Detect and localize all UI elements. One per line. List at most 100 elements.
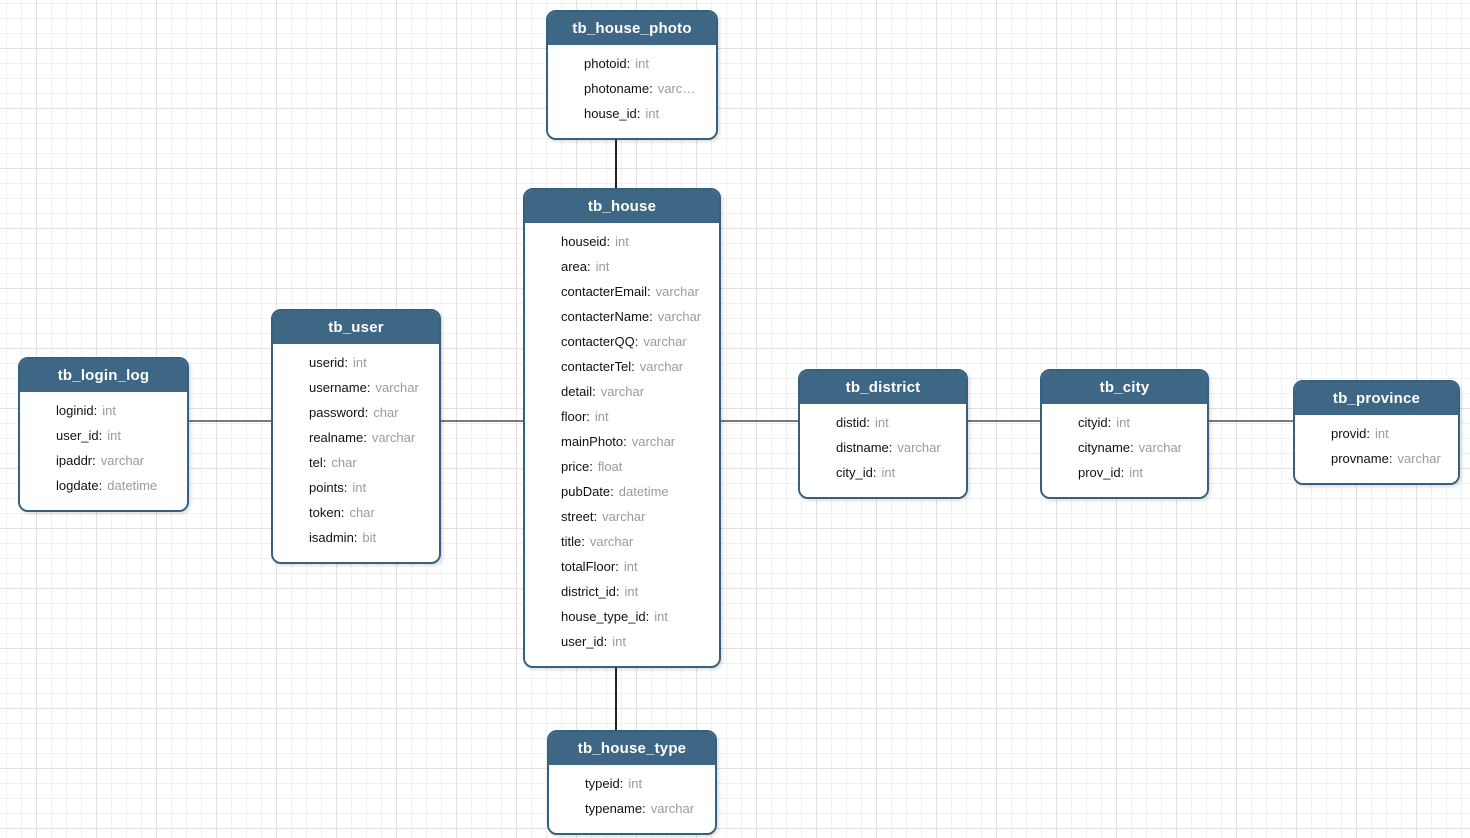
field-row-tb_house_photo-photoname[interactable]: photonamevarc… [548,76,716,101]
field-type: int [635,56,650,71]
field-row-tb_house-pubDate[interactable]: pubDatedatetime [525,479,719,504]
entity-fields-tb_login_log: loginidintuser_idintipaddrvarcharlogdate… [20,392,187,510]
field-name: house_id [584,106,640,121]
field-row-tb_district-city_id[interactable]: city_id int [800,460,966,485]
entity-fields-tb_house_photo: photoidintphotonamevarc…house_idint [548,45,716,138]
relation-line-tb_user-tb_house[interactable] [441,420,523,422]
field-row-tb_house-houseid[interactable]: houseidint [525,229,719,254]
field-row-tb_house-detail[interactable]: detailvarchar [525,379,719,404]
field-row-tb_house-house_type_id[interactable]: house_type_idint [525,604,719,629]
field-row-tb_house-mainPhoto[interactable]: mainPhotovarchar [525,429,719,454]
field-type: int [102,403,116,418]
relation-line-tb_city-tb_province[interactable] [1209,420,1293,422]
field-name: city_id [836,465,876,480]
entity-tb_district[interactable]: tb_districtdistidintdistnamevarcharcity_… [798,369,968,499]
field-row-tb_house_photo-photoid[interactable]: photoidint [548,51,716,76]
field-name: contacterName [561,309,653,324]
field-row-tb_user-realname[interactable]: realnamevarchar [273,425,439,450]
entity-tb_house_type[interactable]: tb_house_type typeidinttypenamevarchar [547,730,717,835]
field-row-tb_house-title[interactable]: titlevarchar [525,529,719,554]
field-row-tb_house-contacterName[interactable]: contacterName varchar [525,304,719,329]
relation-line-tb_house_photo-tb_house[interactable] [615,140,617,188]
field-row-tb_house_type-typename[interactable]: typenamevarchar [549,796,715,821]
field-type: int [881,465,896,480]
field-row-tb_house-user_id[interactable]: user_id int [525,629,719,654]
relation-line-tb_house-tb_house_type[interactable] [615,668,617,730]
field-row-tb_city-prov_id[interactable]: prov_idint [1042,460,1207,485]
field-name: typeid [585,776,623,791]
field-type: varchar [602,509,646,524]
relation-line-tb_house-tb_district[interactable] [721,420,798,422]
field-row-tb_house-contacterTel[interactable]: contacterTelvarchar [525,354,719,379]
field-type: int [107,428,121,443]
field-type: varchar [375,380,419,395]
field-row-tb_house-floor[interactable]: floorint [525,404,719,429]
field-name: points [309,480,347,495]
field-row-tb_house-area[interactable]: areaint [525,254,719,279]
field-name: houseid [561,234,610,249]
entity-title-tb_house[interactable]: tb_house [525,190,719,223]
field-type: bit [362,530,377,545]
entity-tb_house[interactable]: tb_househouseidintareaintcontacterEmailv… [523,188,721,668]
field-row-tb_house-district_id[interactable]: district_idint [525,579,719,604]
field-row-tb_city-cityname[interactable]: citynamevarchar [1042,435,1207,460]
field-row-tb_district-distname[interactable]: distnamevarchar [800,435,966,460]
field-row-tb_user-points[interactable]: pointsint [273,475,439,500]
field-row-tb_login_log-loginid[interactable]: loginidint [20,398,187,423]
relation-line-tb_district-tb_city[interactable] [968,420,1040,422]
field-type: char [373,405,399,420]
field-name: price [561,459,593,474]
field-type: int [353,355,367,370]
field-row-tb_user-isadmin[interactable]: isadminbit [273,525,439,550]
entity-fields-tb_house: houseidintareaintcontacterEmailvarcharco… [525,223,719,666]
field-row-tb_province-provid[interactable]: providint [1295,421,1458,446]
field-row-tb_house-price[interactable]: pricefloat [525,454,719,479]
entity-title-tb_login_log[interactable]: tb_login_log [20,359,187,392]
field-row-tb_house_type-typeid[interactable]: typeidint [549,771,715,796]
entity-title-tb_province[interactable]: tb_province [1295,382,1458,415]
field-type: varchar [657,309,702,324]
field-row-tb_user-tel[interactable]: telchar [273,450,439,475]
field-name: distid [836,415,870,430]
field-name: ipaddr [56,453,96,468]
field-type: varchar [650,801,695,816]
entity-tb_city[interactable]: tb_city cityidintcitynamevarcharprov_idin… [1040,369,1209,499]
field-type: varchar [600,384,645,399]
field-name: contacterTel [561,359,635,374]
field-row-tb_user-password[interactable]: passwordchar [273,400,439,425]
field-row-tb_house-contacterEmail[interactable]: contacterEmailvarchar [525,279,719,304]
field-type: int [595,259,610,274]
entity-title-tb_house_type[interactable]: tb_house_type [549,732,715,765]
field-row-tb_house-street[interactable]: streetvarchar [525,504,719,529]
entity-title-tb_district[interactable]: tb_district [800,371,966,404]
field-name: area [561,259,591,274]
entity-tb_login_log[interactable]: tb_login_logloginidintuser_idintipaddrva… [18,357,189,512]
field-row-tb_house-totalFloor[interactable]: totalFloorint [525,554,719,579]
field-row-tb_user-userid[interactable]: useridint [273,350,439,375]
field-row-tb_login_log-user_id[interactable]: user_id int [20,423,187,448]
field-type: char [331,455,357,470]
field-name: realname [309,430,367,445]
field-row-tb_district-distid[interactable]: distidint [800,410,966,435]
field-row-tb_province-provname[interactable]: provnamevarchar [1295,446,1458,471]
entity-tb_province[interactable]: tb_province providintprovnamevarchar [1293,380,1460,485]
field-row-tb_city-cityid[interactable]: cityidint [1042,410,1207,435]
field-name: user_id [561,634,607,649]
field-row-tb_user-username[interactable]: usernamevarchar [273,375,439,400]
field-row-tb_house_photo-house_id[interactable]: house_idint [548,101,716,126]
field-row-tb_house-contacterQQ[interactable]: contacterQQvarchar [525,329,719,354]
field-row-tb_user-token[interactable]: tokenchar [273,500,439,525]
field-type: int [624,584,639,599]
relation-line-tb_login_log-tb_user[interactable] [189,420,271,422]
field-name: user_id [56,428,102,443]
entity-title-tb_city[interactable]: tb_city [1042,371,1207,404]
field-row-tb_login_log-ipaddr[interactable]: ipaddrvarchar [20,448,187,473]
entity-tb_house_photo[interactable]: tb_house_photophotoidintphotonamevarc…ho… [546,10,718,140]
entity-tb_user[interactable]: tb_user useridintusernamevarcharpasswordc… [271,309,441,564]
field-type: varchar [589,534,634,549]
field-row-tb_login_log-logdate[interactable]: logdatedatetime [20,473,187,498]
entity-title-tb_house_photo[interactable]: tb_house_photo [548,12,716,45]
field-type: int [612,634,626,649]
entity-title-tb_user[interactable]: tb_user [273,311,439,344]
